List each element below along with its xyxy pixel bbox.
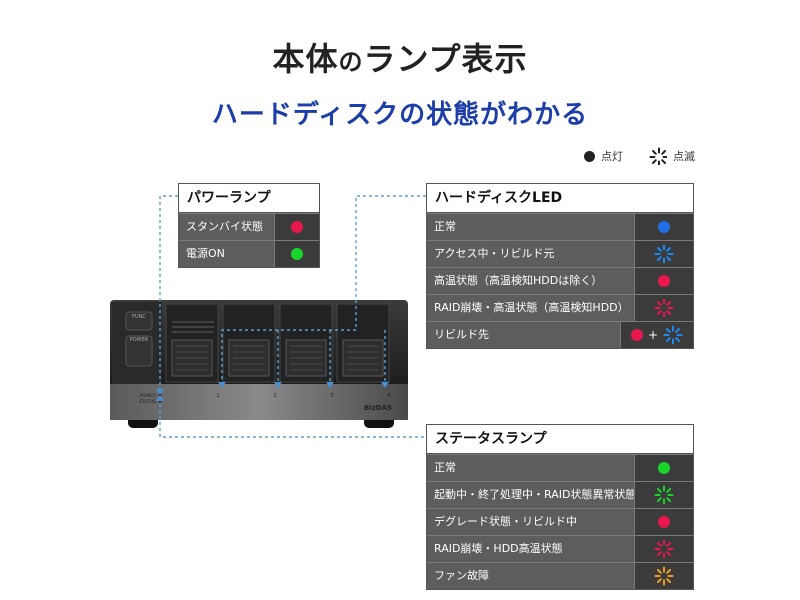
hdd-row-label: RAID崩壊・高温状態（高温検知HDD）	[427, 295, 634, 321]
status-row-label: デグレード状態・リビルド中	[427, 509, 634, 535]
bay-number: 3	[330, 393, 333, 399]
lit-dot-icon	[584, 150, 595, 162]
status-row-indicator	[634, 536, 693, 562]
blink-led-icon	[654, 485, 674, 505]
blink-led-icon	[654, 298, 674, 318]
lit-led-icon	[291, 221, 303, 233]
page-subtitle: ハードディスクの状態がわかる	[211, 100, 589, 130]
bay-number: 1	[216, 393, 219, 399]
callout-arrowheads	[156, 382, 389, 401]
blink-icon	[649, 147, 669, 167]
plus-sign: +	[647, 328, 659, 342]
power-led-label: POWER	[139, 393, 156, 399]
hdd-row-rebuild-target: リビルド先 +	[427, 321, 693, 348]
hdd-row-label: 高温状態（高温検知HDDは除く）	[427, 268, 634, 294]
status-row-indicator	[634, 482, 693, 508]
power-button[interactable]	[125, 335, 153, 367]
status-row-normal: 正常	[427, 454, 693, 481]
brand-logo: BizDAS	[364, 404, 392, 412]
status-lamp-panel: ステータスランプ 正常 起動中・終了処理中・RAID状態異常状態 デグレード状態…	[426, 424, 694, 590]
status-row-label: ファン故障	[427, 563, 634, 589]
bay-number: 2	[273, 393, 276, 399]
legend-on-label: 点灯	[601, 150, 623, 163]
title-particle: の	[338, 48, 364, 76]
lit-led-icon	[630, 329, 643, 341]
hdd-row-indicator	[634, 295, 693, 321]
hdd-row-label: リビルド先	[427, 322, 620, 348]
hdd-row-label: アクセス中・リビルド元	[427, 241, 634, 267]
hdd-row-label: 正常	[427, 214, 634, 240]
title-part-2: ランプ表示	[363, 40, 528, 78]
hdd-led-panel: ハードディスクLED 正常 アクセス中・リビルド元 高温状態（高温検知HDDは除…	[426, 183, 694, 349]
power-row-label: スタンバイ状態	[179, 214, 274, 240]
status-row-indicator	[634, 509, 693, 535]
hdd-row-normal: 正常	[427, 213, 693, 240]
status-row-label: 起動中・終了処理中・RAID状態異常状態	[427, 482, 634, 508]
hdd-row-indicator	[634, 268, 693, 294]
lit-led-icon	[291, 248, 303, 260]
callout-lines	[159, 195, 426, 438]
hdd-row-high-temp: 高温状態（高温検知HDDは除く）	[427, 267, 693, 294]
status-row-raid-broken: RAID崩壊・HDD高温状態	[427, 535, 693, 562]
blink-led-icon	[654, 539, 674, 559]
lit-led-icon	[658, 516, 670, 528]
power-row-on: 電源ON	[179, 240, 319, 267]
blink-led-icon	[663, 325, 683, 345]
power-lamp-panel: パワーランプ スタンバイ状態 電源ON	[178, 183, 320, 268]
status-row-label: 正常	[427, 455, 634, 481]
bay-number: 4	[387, 393, 390, 399]
power-row-standby: スタンバイ状態	[179, 213, 319, 240]
status-led-label: STATUS	[139, 399, 156, 405]
status-lamp-title: ステータスランプ	[427, 425, 693, 454]
drive-bays	[165, 303, 390, 383]
func-button[interactable]	[125, 311, 153, 331]
page-title: 本体のランプ表示	[0, 34, 800, 80]
func-label: FUNC	[132, 314, 146, 320]
lit-led-icon	[658, 275, 670, 287]
power-row-label: 電源ON	[179, 241, 274, 267]
status-row-label: RAID崩壊・HDD高温状態	[427, 536, 634, 562]
lit-led-icon	[658, 462, 670, 474]
status-row-degraded: デグレード状態・リビルド中	[427, 508, 693, 535]
legend-blink-label: 点滅	[673, 150, 695, 163]
hdd-led-title: ハードディスクLED	[427, 184, 693, 213]
hdd-row-raid-broken: RAID崩壊・高温状態（高温検知HDD）	[427, 294, 693, 321]
blink-led-icon	[654, 244, 674, 264]
power-lamp-title: パワーランプ	[179, 184, 319, 213]
status-row-booting: 起動中・終了処理中・RAID状態異常状態	[427, 481, 693, 508]
blink-led-icon	[654, 566, 674, 586]
power-row-indicator	[274, 214, 319, 240]
status-row-indicator	[634, 563, 693, 589]
hdd-row-indicator	[634, 214, 693, 240]
hdd-row-indicator	[634, 241, 693, 267]
status-row-indicator	[634, 455, 693, 481]
status-row-fan-failure: ファン故障	[427, 562, 693, 589]
hdd-row-indicator: +	[620, 322, 693, 348]
legend: 点灯 点滅	[584, 147, 695, 167]
power-button-label: POWER	[130, 337, 149, 343]
title-part-1: 本体	[272, 40, 339, 78]
power-row-indicator	[274, 241, 319, 267]
hdd-row-access: アクセス中・リビルド元	[427, 240, 693, 267]
lit-led-icon	[658, 221, 670, 233]
